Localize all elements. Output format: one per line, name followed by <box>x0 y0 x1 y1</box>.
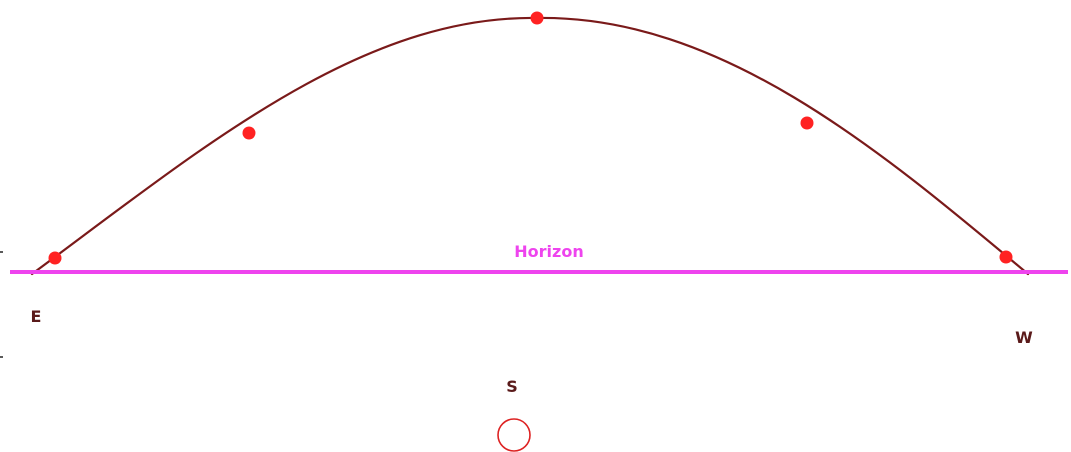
sun-position-dot-icon <box>242 126 256 140</box>
observer-circle-icon <box>497 418 531 452</box>
sun-position-dot-icon <box>999 250 1013 264</box>
direction-label-south: S <box>506 377 518 396</box>
sun-path-arc <box>30 16 1030 276</box>
sun-position-dot-icon <box>48 251 62 265</box>
direction-label-west: W <box>1015 328 1033 347</box>
horizon-label: Horizon <box>514 242 583 261</box>
sun-position-dot-icon <box>800 116 814 130</box>
direction-label-east: E <box>31 307 42 326</box>
sun-position-dot-icon <box>530 11 544 25</box>
